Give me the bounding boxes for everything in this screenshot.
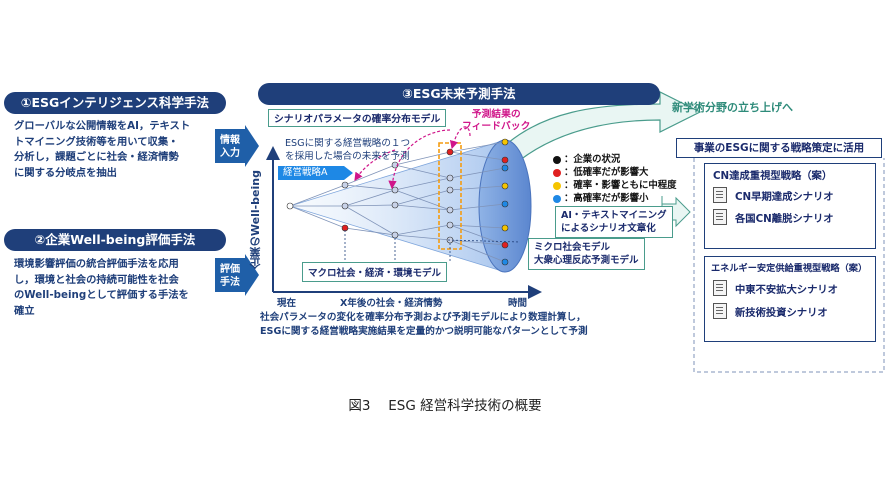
scenario-label: 各国CN離脱シナリオ xyxy=(735,212,834,225)
bottom-description: 社会パラメータの変化を確率分布予測および予測モデルにより数理計算し， ESGに関… xyxy=(260,312,588,337)
eval-method-arrow: 評価 手法 xyxy=(215,258,245,292)
feedback-arrow-2 xyxy=(388,129,451,190)
method1-title: ①ESGインテリジェンス科学手法 xyxy=(4,92,226,114)
ai-text-box: AI・テキストマイニング によるシナリオ文章化 xyxy=(555,206,673,238)
info-input-arrowhead xyxy=(245,125,259,167)
feedback-label: 予測結果の フィードバック xyxy=(462,109,531,132)
method2-description: 環境影響評価の統合評価手法を応用 し，環境と社会の持続可能性を社会 のWell-… xyxy=(14,258,189,317)
scenario-label: CN早期達成シナリオ xyxy=(735,190,834,203)
strategy-description: ESGに関する経営戦略の１つ を採用した場合の未来を予測 xyxy=(285,138,411,162)
info-input-arrow: 情報 入力 xyxy=(215,129,245,163)
micro-model-box: ミクロ社会モデル 大衆心理反応予測モデル xyxy=(528,238,645,270)
pointer-lines xyxy=(344,230,521,262)
y-axis-label: 企業のWell-being xyxy=(249,170,262,270)
method3-title: ③ESG未来予測手法 xyxy=(258,83,660,105)
legend-dot xyxy=(553,181,561,190)
branch-nodes xyxy=(286,138,509,266)
feedback-arrow xyxy=(449,126,471,150)
energy-strategy-box: エネルギー安定供給重視型戦略（案） 中東不安拡大シナリオ 新技術投資シナリオ xyxy=(704,256,876,342)
scenario-item: CN早期達成シナリオ xyxy=(713,187,834,203)
scenario-label: 新技術投資シナリオ xyxy=(735,306,828,319)
new-field-arrow xyxy=(496,91,702,161)
scenario-param-label: シナリオパラメータの確率分布モデル xyxy=(268,109,447,127)
x-label-now: 現在 xyxy=(277,298,297,309)
cn-strategy-title: CN達成重視型戦略（案） xyxy=(713,170,833,182)
scenario-item: 新技術投資シナリオ xyxy=(713,303,828,319)
legend-item: ：企業の状況 xyxy=(553,153,677,166)
feedback-arrow-3 xyxy=(354,149,396,181)
legend-dot xyxy=(553,194,561,203)
scenario-label: 中東不安拡大シナリオ xyxy=(735,283,838,296)
document-icon xyxy=(713,187,727,203)
method2-title: ②企業Well-being評価手法 xyxy=(4,229,226,251)
legend-item: ：高確率だが影響小 xyxy=(553,192,677,205)
new-field-label: 新学術分野の立ち上げへ xyxy=(672,101,793,114)
document-icon xyxy=(713,303,727,319)
figure-caption: 図3 ESG 経営科学技術の概要 xyxy=(348,398,542,414)
scenario-item: 中東不安拡大シナリオ xyxy=(713,280,838,296)
cn-strategy-box: CN達成重視型戦略（案） CN早期達成シナリオ 各国CN離脱シナリオ xyxy=(704,163,876,249)
eval-method-arrowhead xyxy=(245,254,259,296)
legend: ：企業の状況 ：低確率だが影響大 ：確率・影響ともに中程度 ：高確率だが影響小 xyxy=(553,153,677,205)
apply-strategy-box: 事業のESGに関する戦略策定に活用 xyxy=(676,138,882,158)
legend-item: ：確率・影響ともに中程度 xyxy=(553,179,677,192)
scenario-item: 各国CN離脱シナリオ xyxy=(713,209,834,225)
x-label-time: 時間 xyxy=(508,298,528,309)
legend-dot xyxy=(553,168,561,177)
right-dashed-frame xyxy=(693,158,885,373)
macro-model-box: マクロ社会・経済・環境モデル xyxy=(302,262,448,282)
method1-description: グローバルな公開情報をAI，テキスト トマイニング技術等を用いて収集・ 分析し，… xyxy=(14,120,191,179)
document-icon xyxy=(713,209,727,225)
legend-item: ：低確率だが影響大 xyxy=(553,166,677,179)
energy-strategy-title: エネルギー安定供給重視型戦略（案） xyxy=(711,263,868,274)
legend-dot xyxy=(553,155,561,164)
x-label-mid: X年後の社会・経済情勢 xyxy=(340,298,443,309)
document-icon xyxy=(713,280,727,296)
strategy-a-label: 経営戦略A xyxy=(278,166,353,180)
